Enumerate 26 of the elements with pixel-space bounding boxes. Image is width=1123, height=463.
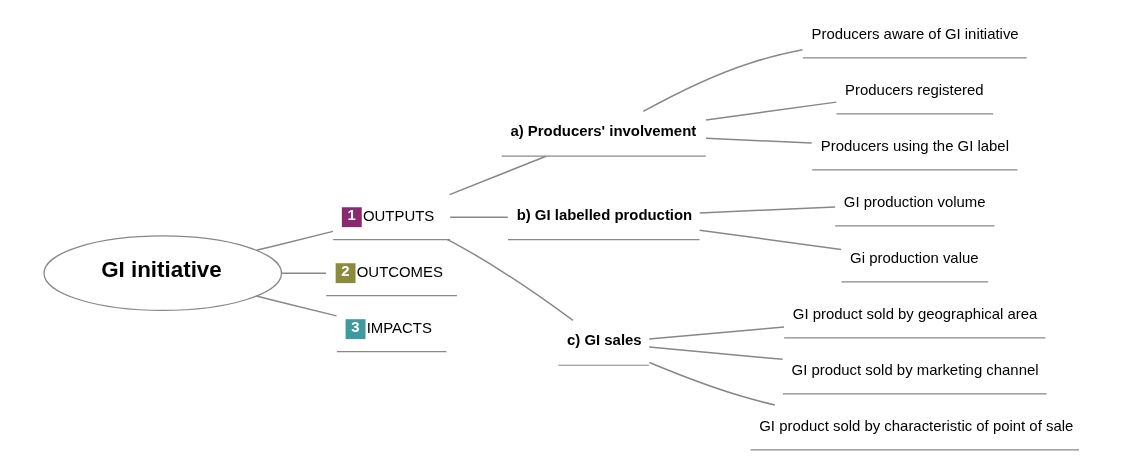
connector [449, 216, 509, 218]
connector [698, 206, 836, 214]
node-text: GI product sold by marketing channel [791, 361, 1039, 379]
connector [648, 346, 784, 361]
connector [448, 155, 547, 196]
connector [698, 229, 842, 251]
node-text: a) Producers' involvement [510, 122, 697, 140]
node-ellipse: GI initiative [43, 235, 283, 311]
connector [642, 49, 804, 113]
connector [446, 238, 574, 322]
connector [255, 230, 334, 252]
node-text: GI production volume [843, 193, 986, 211]
node-text: Producers using the GI label [820, 137, 1009, 155]
connector [281, 272, 327, 274]
node-text: c) GI sales [567, 331, 642, 349]
connector [705, 137, 813, 144]
connector [255, 295, 338, 317]
node-text: Producers registered [845, 81, 984, 99]
node-text: GI product sold by characteristic of point of sale [759, 417, 1074, 435]
node-text: GI product sold by geographical area [792, 305, 1038, 323]
connector [705, 101, 837, 121]
connector [648, 361, 776, 406]
node-text: b) GI labelled production [516, 205, 693, 223]
connector [648, 326, 785, 340]
node-text: Producers aware of GI initiative [811, 25, 1019, 43]
node-text: Gi production value [850, 249, 979, 267]
